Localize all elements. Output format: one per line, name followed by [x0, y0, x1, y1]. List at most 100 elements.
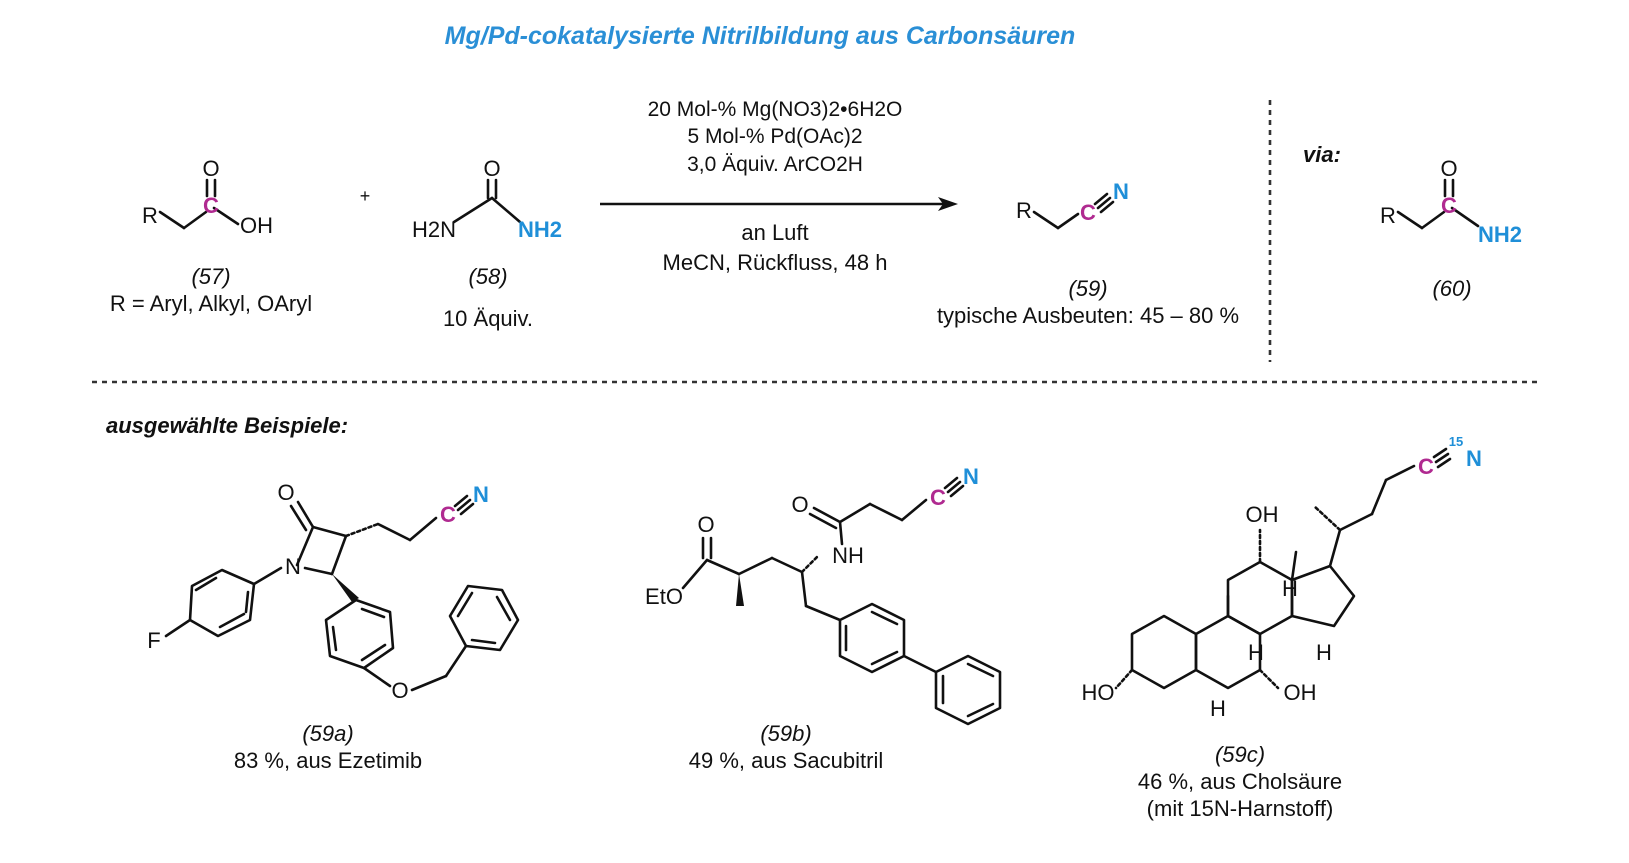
compound-58-label: (58) — [468, 264, 507, 289]
wedge-bond — [736, 574, 744, 606]
bond — [456, 591, 474, 618]
bond — [1093, 192, 1109, 206]
bond — [470, 638, 497, 645]
bond — [1338, 512, 1374, 532]
amide-r-label: R — [1380, 203, 1396, 228]
bond — [737, 556, 774, 576]
bond — [182, 210, 208, 230]
bond — [1450, 206, 1480, 228]
bond — [362, 666, 392, 688]
compound-57-label: (57) — [191, 264, 230, 289]
example-59b-label: (59b) — [760, 721, 811, 746]
condition-line-1: 20 Mol-% Mg(NO3)2•6H2O — [648, 98, 903, 121]
atom-c-highlight: C — [1418, 454, 1434, 479]
bond — [408, 516, 438, 542]
bond — [1290, 550, 1298, 582]
bond — [1099, 200, 1115, 214]
bond — [800, 570, 808, 608]
amide-nh2-label: NH2 — [1478, 222, 1522, 247]
bond — [812, 506, 842, 524]
atom-h: H — [1282, 576, 1298, 601]
compound-60-label: (60) — [1432, 276, 1471, 301]
bond — [158, 210, 186, 230]
amide-carbon-label: C — [1441, 193, 1457, 218]
bond — [966, 702, 995, 718]
urea-nh2-label: NH2 — [518, 217, 562, 242]
scheme-title: Mg/Pd-cokatalysierte Nitrilbildung aus C… — [445, 22, 1076, 50]
bond — [456, 498, 472, 512]
bond — [1096, 196, 1112, 210]
example-59b-desc: 49 %, aus Sacubitril — [689, 748, 883, 773]
arrow-head — [938, 197, 958, 211]
bond — [194, 576, 218, 592]
acid-oh-label: OH — [240, 213, 273, 238]
bond — [410, 674, 448, 692]
acid-o-label: O — [202, 156, 219, 181]
via-label: via: — [1303, 142, 1341, 167]
bond — [296, 500, 315, 529]
ring — [934, 654, 1002, 726]
bond — [900, 498, 928, 522]
compound-57-desc: R = Aryl, Alkyl, OAryl — [110, 291, 312, 316]
bond — [289, 504, 308, 532]
atom-h: H — [1210, 696, 1226, 721]
bond — [311, 525, 348, 538]
bond — [1434, 452, 1450, 464]
bond — [1396, 210, 1424, 230]
bond — [164, 618, 192, 638]
bond — [1436, 457, 1452, 469]
bond — [838, 520, 844, 546]
isotope-label: 15 — [1449, 434, 1463, 449]
bond — [331, 625, 338, 652]
bond — [490, 196, 522, 224]
bond — [1328, 528, 1342, 568]
acid-r-label: R — [142, 203, 158, 228]
atom-n-nitrile: N — [473, 482, 489, 507]
compound-58-desc: 10 Äquiv. — [443, 306, 533, 331]
bond — [943, 476, 959, 490]
bond — [495, 595, 512, 622]
atom-n: N — [285, 554, 301, 579]
bond — [838, 502, 872, 524]
bond — [949, 484, 965, 498]
bond — [330, 534, 348, 576]
atom-h: H — [1248, 640, 1264, 665]
bond — [870, 650, 899, 666]
bond — [1312, 504, 1342, 532]
bond — [705, 558, 741, 576]
carboxylic-acid-structure: R O C OH — [142, 156, 273, 238]
amide-structure: R O C NH2 — [1380, 156, 1522, 247]
bond — [1114, 668, 1134, 690]
bond — [1056, 212, 1080, 230]
atom-c-highlight: C — [440, 502, 456, 527]
bond — [376, 522, 412, 542]
ring — [448, 584, 520, 652]
urea-o-label: O — [483, 156, 500, 181]
condition-line-5: MeCN, Rückfluss, 48 h — [663, 250, 888, 275]
bond — [770, 556, 804, 574]
bond — [800, 554, 820, 574]
atom-o: O — [277, 480, 294, 505]
ring — [838, 602, 906, 674]
compound-59-label: (59) — [1068, 276, 1107, 301]
atom-oh: OH — [1246, 502, 1279, 527]
atom-o-ether: O — [391, 678, 408, 703]
ring — [1130, 614, 1198, 690]
bond — [902, 654, 938, 674]
bond — [1384, 464, 1416, 482]
urea-structure: H2N O NH2 — [412, 156, 562, 242]
structure-59a: O N C N F O — [147, 480, 520, 703]
atom-o: O — [791, 492, 808, 517]
example-59c-desc: 46 %, aus Cholsäure — [1138, 769, 1342, 794]
example-59c-desc2: (mit 15N-Harnstoff) — [1147, 796, 1334, 821]
atom-ho: HO — [1082, 680, 1115, 705]
atom-h: H — [1316, 640, 1332, 665]
bond — [1032, 210, 1060, 230]
bond — [459, 502, 475, 516]
examples-heading: ausgewählte Beispiele: — [106, 413, 348, 438]
atom-f: F — [147, 628, 160, 653]
example-59c-label: (59c) — [1215, 742, 1265, 767]
plus-sign: + — [360, 186, 371, 206]
bond — [1432, 447, 1448, 459]
